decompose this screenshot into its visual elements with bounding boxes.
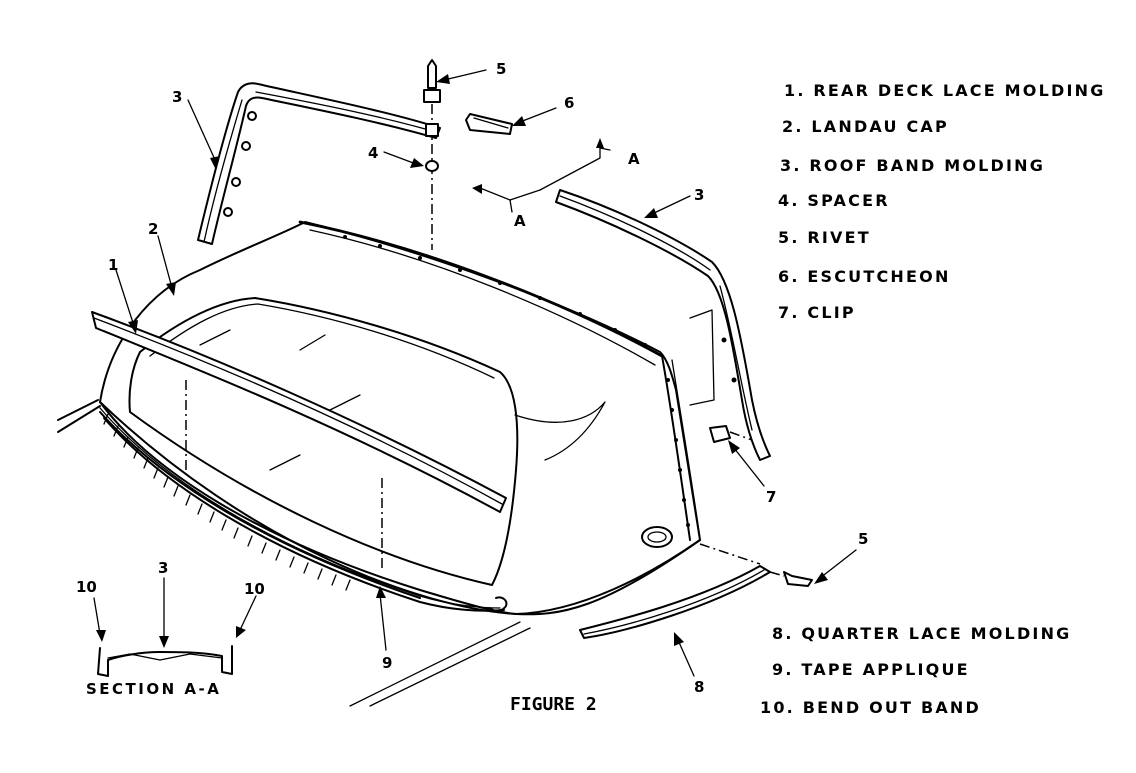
callout-8: 8 — [694, 678, 704, 696]
escutcheon — [465, 113, 513, 135]
figure-title: FIGURE 2 — [510, 694, 597, 715]
section-a-a-detail: 10 3 10 SECTION A-A — [76, 559, 265, 698]
section-a-lower: A — [514, 212, 526, 230]
section-a-upper: A — [628, 150, 640, 168]
callout-2: 2 — [148, 220, 158, 238]
legend-item-9: 9. TAPE APPLIQUE — [772, 660, 970, 679]
legend-bottom: 8. QUARTER LACE MOLDING 9. TAPE APPLIQUE… — [760, 624, 1072, 717]
section-callout-3: 3 — [158, 559, 168, 577]
section-callout-10-left: 10 — [76, 578, 97, 596]
rivet-top — [423, 59, 441, 250]
callout-3-left: 3 — [172, 88, 182, 106]
quarter-lace-molding — [579, 543, 771, 639]
section-callout-10-right: 10 — [244, 580, 265, 598]
callout-6: 6 — [564, 94, 574, 112]
leader-arrows — [115, 69, 857, 677]
legend-item-5: 5. RIVET — [778, 228, 871, 247]
rivet-right — [769, 571, 813, 587]
legend-item-10: 10. BEND OUT BAND — [760, 698, 981, 717]
spacer — [425, 160, 439, 172]
legend-item-8: 8. QUARTER LACE MOLDING — [772, 624, 1072, 643]
callout-3-right: 3 — [694, 186, 704, 204]
legend-item-4: 4. SPACER — [778, 191, 890, 210]
legend-item-6: 6. ESCUTCHEON — [778, 267, 951, 286]
callout-7: 7 — [766, 488, 776, 506]
callout-4: 4 — [368, 144, 378, 162]
callout-labels: 1 2 3 3 4 5 5 6 7 8 9 A A — [108, 60, 868, 696]
callout-5-top: 5 — [496, 60, 506, 78]
roof-band-molding-left — [197, 82, 441, 245]
callout-9: 9 — [382, 654, 392, 672]
roof-band-molding-right — [555, 189, 771, 461]
callout-1: 1 — [108, 256, 118, 274]
legend-item-7: 7. CLIP — [778, 303, 856, 322]
legend-item-1: 1. REAR DECK LACE MOLDING — [784, 81, 1106, 100]
section-cut-marker — [472, 138, 611, 213]
clip — [689, 309, 753, 443]
tape-applique — [99, 407, 508, 612]
landau-cap-body — [57, 220, 701, 707]
rear-deck-lace-molding — [91, 311, 507, 570]
legend-top: 1. REAR DECK LACE MOLDING 2. LANDAU CAP … — [778, 81, 1106, 322]
callout-5-right: 5 — [858, 530, 868, 548]
section-title: SECTION A-A — [86, 680, 221, 698]
legend-item-3: 3. ROOF BAND MOLDING — [780, 156, 1045, 175]
legend-item-2: 2. LANDAU CAP — [782, 117, 949, 136]
